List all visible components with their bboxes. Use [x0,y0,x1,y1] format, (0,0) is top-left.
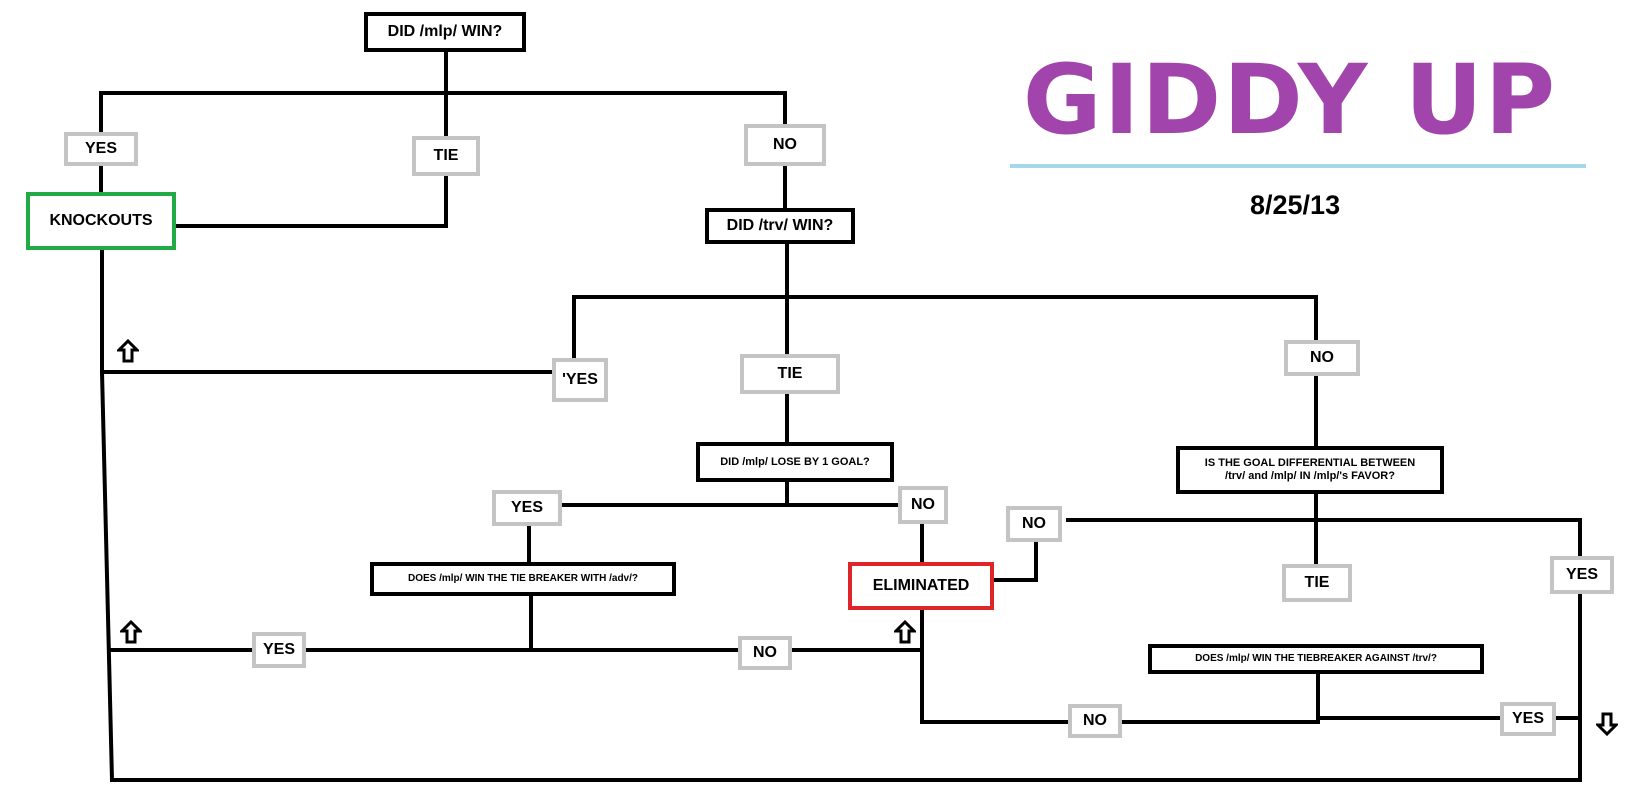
knockouts-outcome: KNOCKOUTS [26,192,176,250]
question-text: DID /mlp/ WIN? [387,22,503,40]
answer-no: NO [1068,704,1122,738]
down-arrow-icon [1596,712,1618,736]
answer-yes: YES [64,132,138,166]
answer-no: NO [898,486,948,524]
answer-yes: YES [1500,702,1556,736]
question-text-line-1: IS THE GOAL DIFFERENTIAL BETWEEN [1204,457,1416,470]
question-tiebreaker-adv: DOES /mlp/ WIN THE TIE BREAKER WITH /adv… [370,562,676,596]
question-mlp-win: DID /mlp/ WIN? [364,12,526,52]
answer-label: NO [773,135,797,153]
answer-label: NO [1083,711,1107,729]
question-text-line-2: /trv/ and /mlp/ IN /mlp/'s FAVOR? [1225,470,1395,482]
up-arrow-icon [120,620,142,644]
title-underline [1010,164,1586,168]
question-text: DID /trv/ WIN? [726,216,834,234]
answer-no: NO [1284,340,1360,376]
answer-label: NO [753,643,777,661]
question-lose-by-one: DID /mlp/ LOSE BY 1 GOAL? [696,442,894,482]
answer-no: NO [744,124,826,166]
answer-label: NO [1310,348,1334,366]
question-text: DOES /mlp/ WIN THE TIEBREAKER AGAINST /t… [1195,653,1437,665]
answer-yes: 'YES [552,358,608,402]
question-tiebreaker-trv: DOES /mlp/ WIN THE TIEBREAKER AGAINST /t… [1148,644,1484,674]
answer-label: NO [1022,514,1046,532]
answer-label: YES [84,139,117,157]
answer-tie: TIE [740,354,840,394]
answer-label: TIE [433,146,459,164]
question-goal-differential: IS THE GOAL DIFFERENTIAL BETWEEN /trv/ a… [1176,446,1444,494]
question-text: DID /mlp/ LOSE BY 1 GOAL? [720,455,870,468]
answer-label: YES [1511,709,1544,727]
answer-no: NO [1006,506,1062,542]
up-arrow-icon [117,339,139,363]
answer-label: TIE [777,364,803,382]
question-trv-win: DID /trv/ WIN? [705,208,855,244]
up-arrow-icon [894,620,916,644]
answer-label: 'YES [562,370,598,388]
answer-label: YES [1565,565,1598,583]
answer-yes: YES [492,490,562,526]
question-text: DOES /mlp/ WIN THE TIE BREAKER WITH /adv… [407,573,638,585]
answer-tie: TIE [1282,564,1352,602]
outcome-label: KNOCKOUTS [49,211,153,229]
answer-label: YES [510,498,543,516]
outcome-label: ELIMINATED [872,576,970,594]
answer-label: TIE [1304,573,1330,591]
answer-yes: YES [252,632,306,668]
answer-label: NO [911,495,935,513]
page-title: GIDDY UP [1022,44,1558,156]
date-label: 8/25/13 [1250,190,1341,220]
answer-yes: YES [1550,556,1614,594]
answer-no: NO [738,636,792,670]
answer-label: YES [262,640,295,658]
answer-tie: TIE [412,136,480,176]
eliminated-outcome: ELIMINATED [848,562,994,610]
